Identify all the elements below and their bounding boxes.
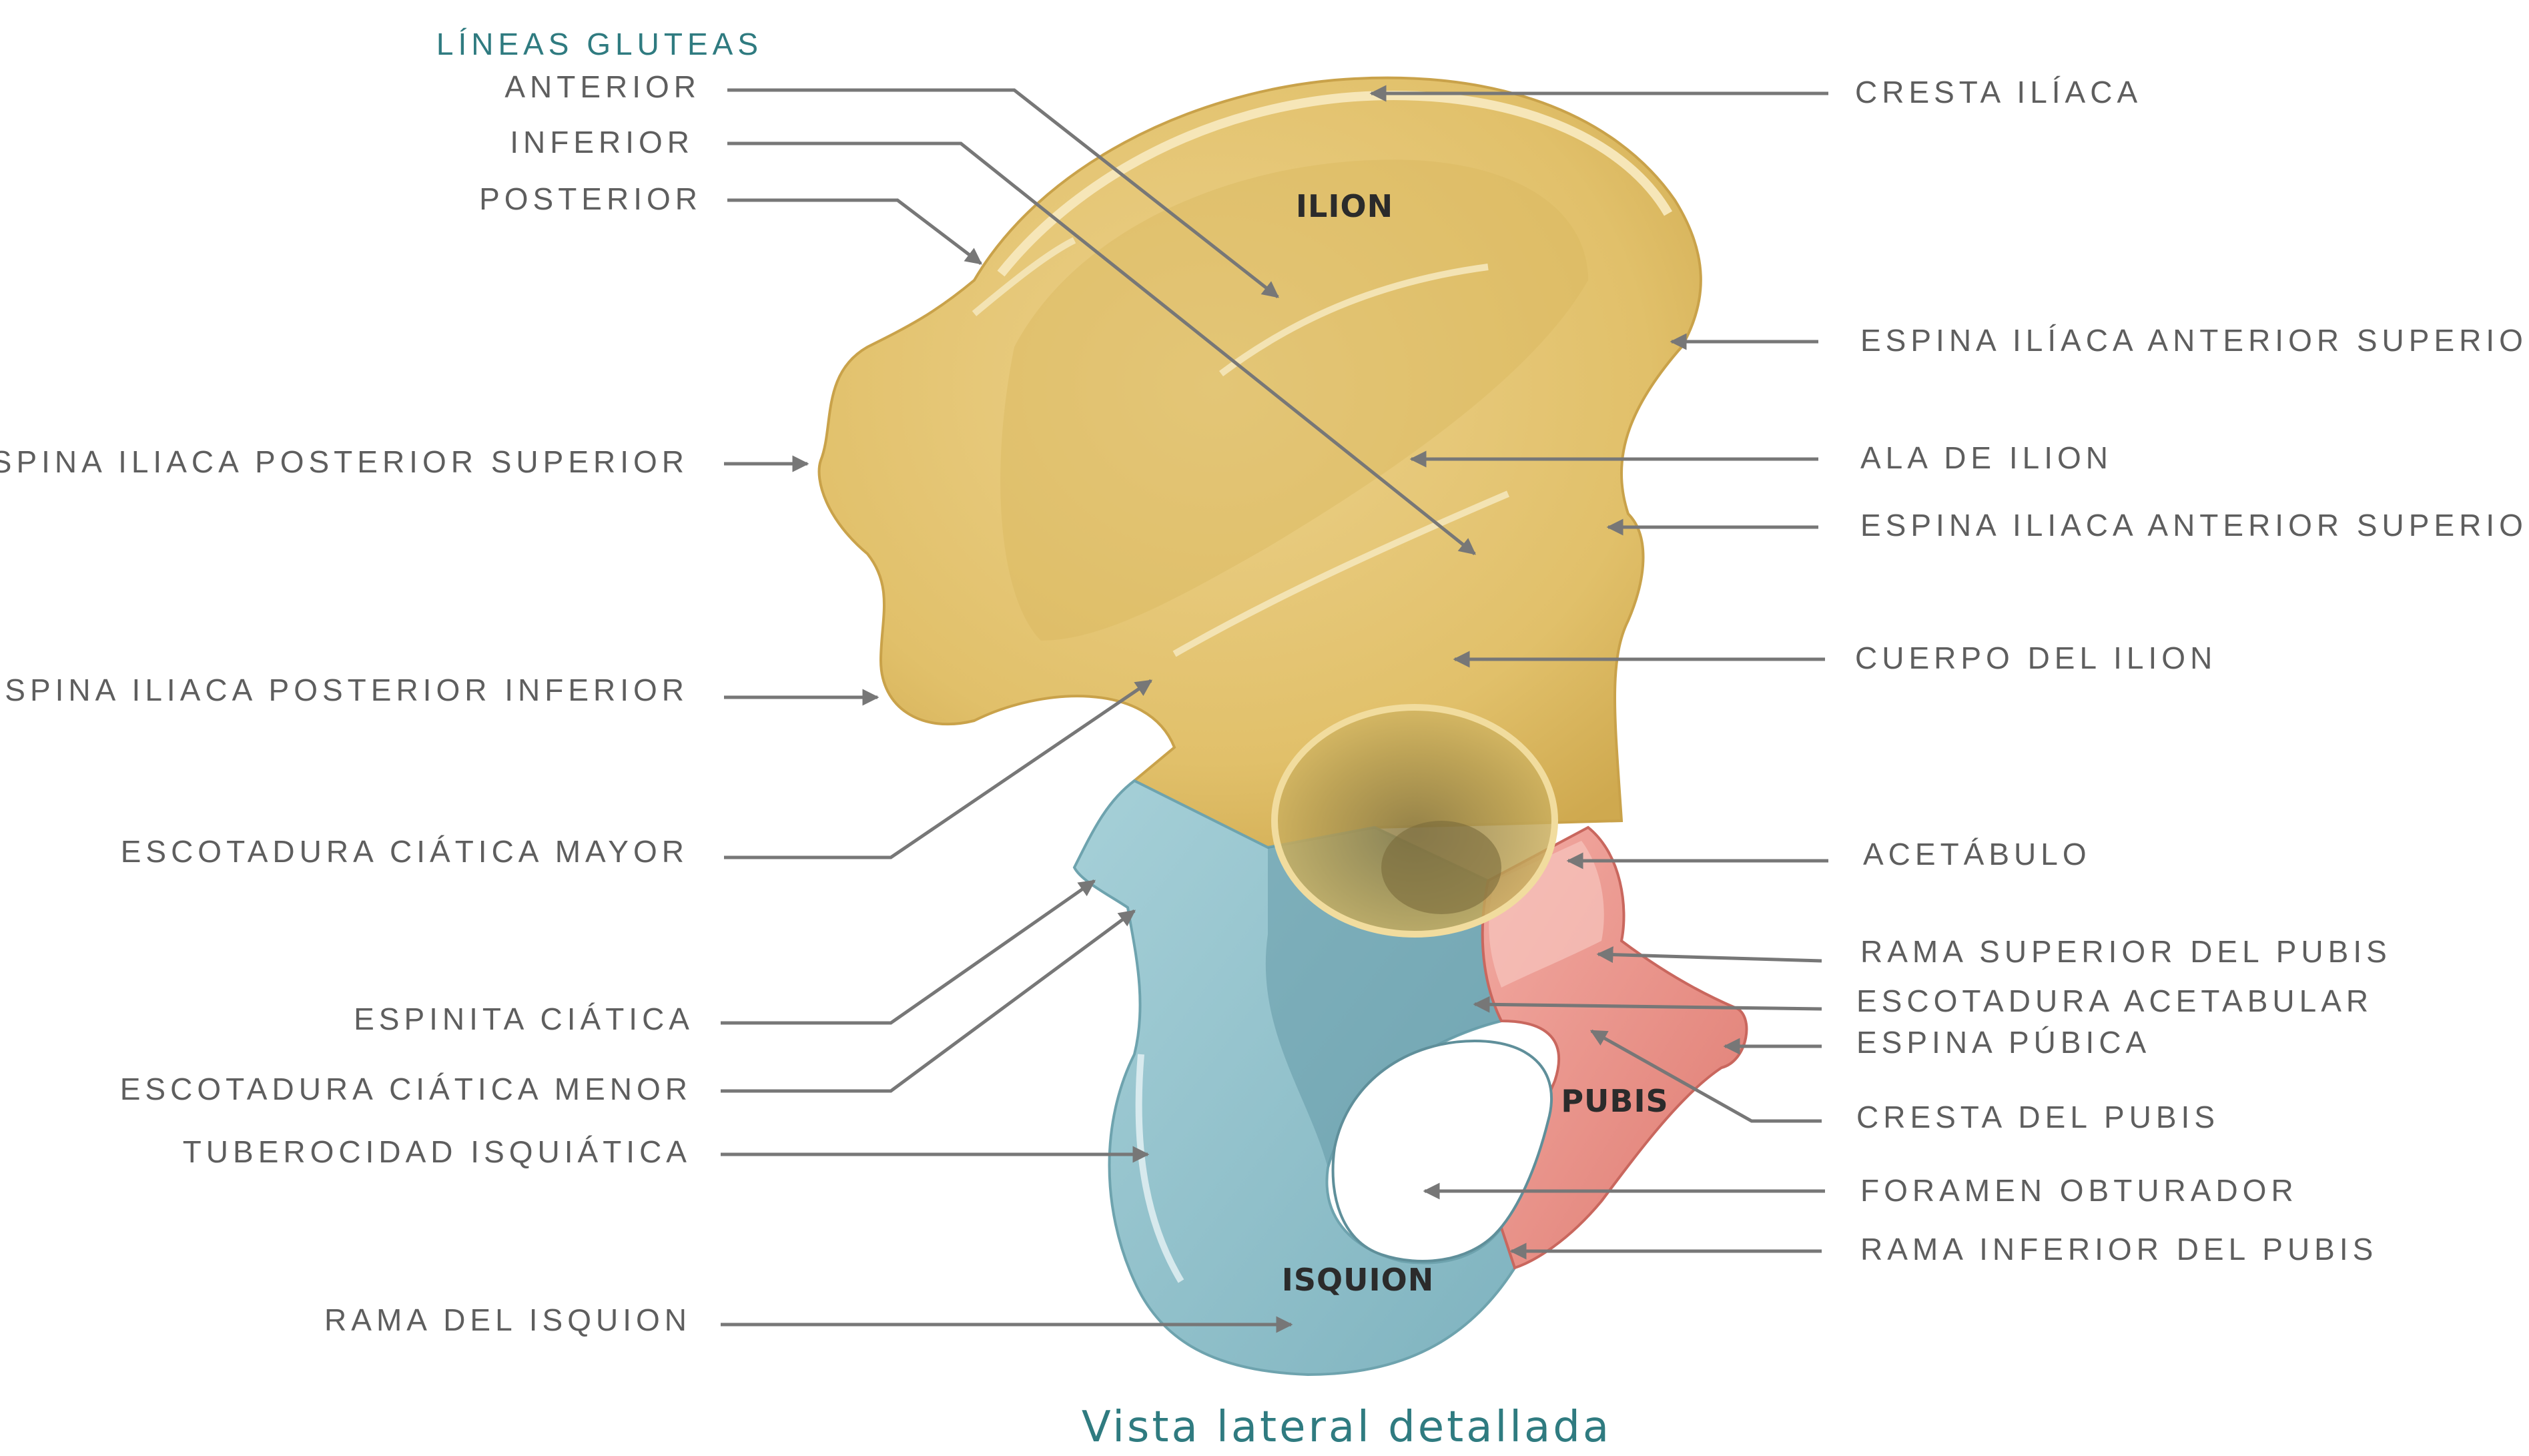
- acetabular-fossa: [1381, 821, 1501, 914]
- isquion-highlight: [1135, 1054, 1184, 1283]
- leader-rama-superior-del-pubis: [1596, 946, 1822, 964]
- gluteal-line-anterior: [1219, 264, 1489, 377]
- label-cresta-del-pubis: CRESTA DEL PUBIS: [1856, 1100, 2219, 1134]
- iliac-crest-rim: [997, 91, 1673, 277]
- region-label-ilion: ILION: [1296, 188, 1393, 224]
- label-foramen-obturador: FORAMEN OBTURADOR: [1860, 1173, 2298, 1208]
- heading-lineas-gluteas: LÍNEAS GLUTEAS: [436, 27, 763, 61]
- label-espina-iliaca-posterior-inferior: ESPINA ILIACA POSTERIOR INFERIOR: [0, 673, 689, 707]
- label-anterior: ANTERIOR: [504, 69, 701, 104]
- label-rama-del-isquion: RAMA DEL ISQUION: [324, 1303, 691, 1337]
- label-espina-iliaca-anterior-superior-1: ESPINA ILÍACA ANTERIOR SUPERIOR: [1860, 323, 2529, 358]
- ilion-fossa-shading: [1000, 159, 1588, 641]
- leader-lines: [721, 85, 1828, 1333]
- label-espina-iliaca-posterior-superior: ESPINA ILIACA POSTERIOR SUPERIOR: [0, 444, 689, 479]
- label-escotadura-acetabular: ESCOTADURA ACETABULAR: [1856, 984, 2373, 1018]
- leader-anterior: [727, 88, 1279, 298]
- leader-escotadura-ciatica-menor: [721, 909, 1136, 1093]
- labels-right: CRESTA ILÍACA ESPINA ILÍACA ANTERIOR SUP…: [1855, 75, 2529, 1266]
- label-cuerpo-del-ilion: CUERPO DEL ILION: [1855, 641, 2217, 675]
- leader-espinita-ciatica: [721, 879, 1096, 1025]
- leader-cresta-del-pubis: [1589, 1029, 1822, 1123]
- label-rama-superior-del-pubis: RAMA SUPERIOR DEL PUBIS: [1860, 934, 2392, 969]
- label-escotadura-ciatica-menor: ESCOTADURA CIÁTICA MENOR: [120, 1072, 692, 1106]
- label-espina-iliaca-anterior-superior-2: ESPINA ILIACA ANTERIOR SUPERIOR: [1860, 508, 2529, 542]
- label-rama-inferior-del-pubis: RAMA INFERIOR DEL PUBIS: [1860, 1232, 2378, 1266]
- leader-escotadura-ciatica-mayor: [724, 679, 1153, 859]
- leader-escotadura-acetabular: [1473, 996, 1822, 1013]
- leader-posterior: [727, 198, 982, 265]
- labels-left: ANTERIOR INFERIOR POSTERIOR ESPINA ILIAC…: [0, 69, 702, 1337]
- hip-bone: [817, 76, 1748, 1377]
- caption: Vista lateral detallada: [1082, 1403, 1611, 1452]
- leader-inferior: [727, 141, 1476, 555]
- region-label-pubis: PUBIS: [1561, 1083, 1668, 1119]
- label-espina-publica: ESPINA PÚBICA: [1856, 1025, 2151, 1060]
- acetabulum-rim: [1271, 704, 1558, 938]
- label-tuberocidad-isquiatica: TUBEROCIDAD ISQUIÁTICA: [183, 1134, 691, 1169]
- gluteal-line-inferior: [1172, 490, 1509, 657]
- label-inferior: INFERIOR: [510, 125, 694, 159]
- label-espinita-ciatica: ESPINITA CIÁTICA: [354, 1002, 694, 1036]
- label-ala-de-ilion: ALA DE ILION: [1860, 440, 2113, 475]
- obturator-foramen: [1331, 1039, 1553, 1262]
- label-escotadura-ciatica-mayor: ESCOTADURA CIÁTICA MAYOR: [121, 834, 689, 869]
- label-acetabulo: ACETÁBULO: [1863, 837, 2091, 871]
- region-label-isquion: ISQUION: [1282, 1262, 1434, 1298]
- label-cresta-iliaca: CRESTA ILÍACA: [1855, 75, 2142, 109]
- label-posterior: POSTERIOR: [479, 181, 702, 216]
- gluteal-line-posterior: [972, 237, 1076, 316]
